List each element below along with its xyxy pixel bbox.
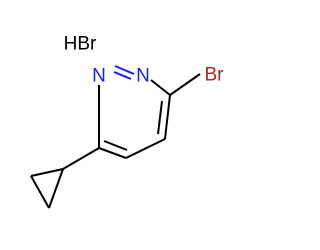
- bond-c3-c4-inner: [157, 100, 163, 135]
- cyclopropyl-group: [30, 147, 100, 209]
- salt-label: HBr: [64, 34, 97, 55]
- bond-n2-c3: [150, 79, 171, 96]
- molecule-structure: HBr N N Br: [30, 34, 225, 209]
- bond-c3-br: [169, 73, 201, 96]
- cyclopropyl-bond-a: [30, 168, 64, 177]
- pyridazine-ring: [98, 65, 171, 159]
- bond-n-n-inner: [113, 71, 132, 80]
- cyclopropyl-bond-b: [48, 168, 64, 209]
- bond-c5-c6: [98, 147, 127, 159]
- bond-c4-c5: [125, 138, 166, 159]
- bond-c6-cyclopropyl: [62, 147, 100, 170]
- atom-n1: N: [92, 66, 106, 87]
- bond-c3-c4: [164, 94, 171, 140]
- atom-n2: N: [136, 66, 150, 87]
- atom-br: Br: [205, 65, 225, 86]
- bond-n-n: [114, 65, 135, 75]
- cyclopropyl-bond-c: [30, 175, 50, 209]
- bond-c5-c6-inner: [103, 140, 128, 151]
